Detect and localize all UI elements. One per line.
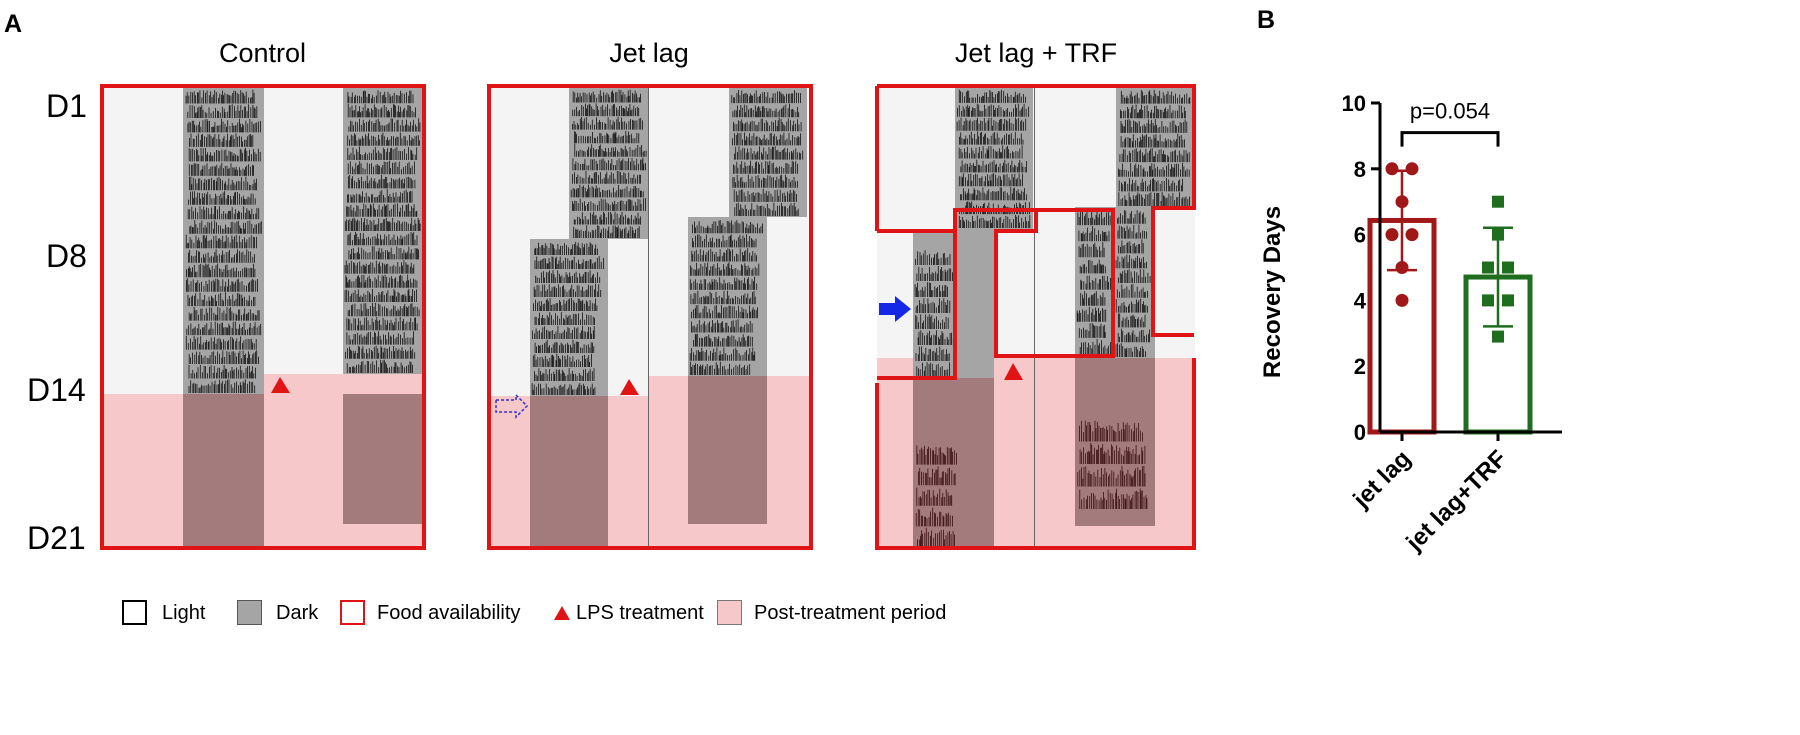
data-point: [1482, 261, 1494, 274]
activity-trace: [915, 445, 957, 547]
solid-arrow-icon: [879, 296, 911, 322]
y-tick-label: 6: [1354, 223, 1366, 248]
panel-b-letter: B: [1257, 6, 1276, 34]
panel-title-jet-lag: Jet lag: [609, 38, 689, 68]
x-category-label: jet lag+TRF: [1400, 445, 1512, 557]
lps-marker: [1004, 363, 1023, 380]
y-tick-label: 0: [1354, 420, 1366, 445]
data-point: [1395, 261, 1409, 274]
data-point: [1385, 162, 1399, 176]
legend: Light Dark Food availability LPS treatme…: [0, 598, 1240, 634]
day-label-d14: D14: [27, 372, 86, 408]
activity-trace: [1077, 420, 1148, 509]
legend-dark-swatch: [237, 600, 262, 625]
data-point: [1492, 330, 1504, 343]
activity-trace: [689, 220, 763, 375]
significance-bracket: p=0.054: [1400, 99, 1500, 147]
actogram-jet-lag-trf: [875, 84, 1196, 550]
data-point: [1395, 195, 1409, 209]
legend-food-label: Food availability: [377, 602, 521, 624]
panel-title-jet-lag-trf: Jet lag + TRF: [954, 38, 1118, 68]
legend-lps-label: LPS treatment: [576, 602, 704, 624]
lps-marker: [271, 377, 290, 393]
y-tick-label: 10: [1342, 91, 1366, 116]
data-point: [1502, 294, 1514, 307]
dashed-arrow-icon: [495, 393, 529, 419]
actogram-panels: [100, 84, 1196, 550]
data-point: [1492, 195, 1504, 208]
food-availability-box: [100, 84, 426, 550]
lps-marker: [620, 379, 639, 395]
legend-light-swatch: [122, 600, 147, 625]
y-tick-label: 4: [1354, 288, 1367, 313]
panel-a-letter: A: [4, 10, 23, 38]
dark-region-post: [1075, 358, 1155, 526]
activity-trace: [1115, 210, 1151, 357]
dark-region-post: [343, 374, 423, 524]
activity-trace: [344, 90, 421, 373]
legend-lps-icon: [554, 606, 570, 620]
data-point: [1395, 293, 1409, 307]
food-availability-box: [877, 84, 1196, 337]
data-point: [1482, 294, 1494, 307]
panel-title-control: Control: [218, 38, 307, 68]
activity-trace: [185, 89, 262, 393]
activity-trace: [956, 89, 1031, 228]
day-label-d1: D1: [46, 88, 87, 124]
day-label-d21: D21: [27, 520, 86, 556]
data-point: [1405, 162, 1419, 176]
data-point: [1502, 261, 1514, 274]
bracket-line: [1400, 131, 1500, 147]
day-label-d8: D8: [46, 238, 87, 274]
activity-trace: [1118, 89, 1191, 206]
food-availability-box: [487, 84, 813, 550]
legend-post-swatch: [717, 600, 742, 625]
actogram-control: [100, 84, 426, 550]
y-axis-label: Recovery Days: [1259, 206, 1286, 378]
activity-trace: [531, 242, 604, 395]
x-category-label: jet lag: [1347, 445, 1416, 514]
activity-trace: [570, 89, 647, 238]
y-tick-label: 2: [1354, 354, 1366, 379]
activity-trace: [1076, 209, 1111, 354]
data-point: [1385, 228, 1399, 242]
legend-light-label: Light: [162, 602, 206, 624]
post-treatment-region: [264, 374, 423, 394]
dark-region-post: [183, 394, 264, 548]
dark-region-post: [688, 376, 767, 524]
legend-post-label: Post-treatment period: [754, 602, 947, 624]
p-value-label: p=0.054: [1410, 99, 1490, 124]
activity-trace: [731, 90, 804, 216]
legend-dark-label: Dark: [276, 602, 319, 624]
dark-region-post: [913, 378, 994, 548]
legend-food-swatch: [340, 600, 365, 625]
data-point: [1405, 228, 1419, 242]
data-point: [1492, 228, 1504, 241]
activity-trace: [914, 250, 954, 377]
y-tick-label: 8: [1354, 157, 1366, 182]
actogram-jet-lag: [487, 84, 813, 550]
dark-region-post: [530, 396, 608, 548]
